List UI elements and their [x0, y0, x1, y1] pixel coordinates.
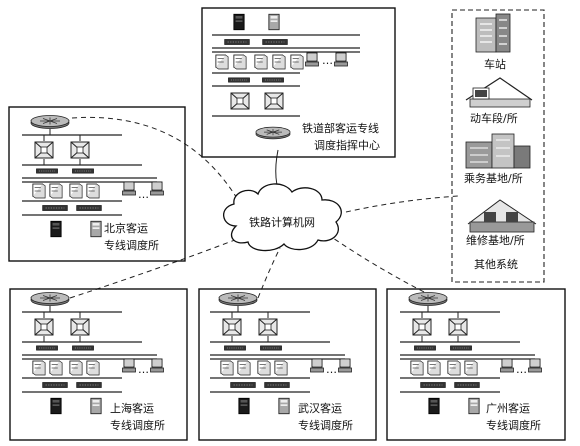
guangzhou-ellipsis: … [516, 363, 527, 376]
others-item-3: 维修基地/所 [466, 233, 525, 247]
beijing-ellipsis: … [138, 188, 149, 201]
maintenance-base-icon [467, 199, 537, 233]
guangzhou-title-line1: 广州客运 [486, 401, 530, 415]
crew-base-icon [465, 133, 531, 169]
wuhan-title-line1: 武汉客运 [298, 401, 342, 415]
link-guangzhou-dashed [329, 235, 433, 297]
center-title-line2: 调度指挥中心 [314, 138, 380, 152]
beijing-dispatch-box: 北京客运 专线调度所 … [8, 106, 186, 262]
beijing-title-line1: 北京客运 [104, 221, 148, 235]
others-item-2: 乘务基地/所 [464, 172, 523, 185]
center-ellipsis: … [322, 54, 333, 67]
beijing-title-line2: 专线调度所 [104, 238, 159, 252]
link-wuhan-dashed [257, 247, 281, 299]
railway-network-cloud: 铁路计算机网 [223, 183, 342, 252]
center-title-line1: 铁道部客运专线 [302, 121, 379, 135]
others-item-1: 动车段/所 [470, 111, 518, 125]
shanghai-title-line1: 上海客运 [110, 401, 154, 415]
shanghai-title-line2: 专线调度所 [110, 418, 165, 432]
link-others-dashed [345, 195, 459, 213]
shanghai-ellipsis: … [138, 363, 149, 376]
guangzhou-title-line2: 专线调度所 [486, 418, 541, 432]
center-dispatch-box: … 铁道部客运专线 调度指挥中心 [201, 7, 396, 158]
wuhan-dispatch-box: 武汉客运 专线调度所 … [198, 288, 377, 441]
shanghai-dispatch-box: 上海客运 专线调度所 … [9, 288, 188, 441]
depot-icon [465, 77, 533, 108]
guangzhou-dispatch-box: 广州客运 专线调度所 … [386, 288, 566, 441]
link-beijing-dashed [71, 116, 246, 213]
wuhan-ellipsis: … [326, 363, 337, 376]
others-item-0: 车站 [484, 57, 506, 71]
cloud-label: 铁路计算机网 [249, 215, 315, 229]
others-title: 其他系统 [474, 258, 518, 271]
other-systems-box: 车站 动车段/所 乘务基地/所 维修基地/所 其他系统 [451, 9, 545, 283]
station-icon [475, 13, 511, 53]
wuhan-title-line2: 专线调度所 [298, 418, 353, 432]
